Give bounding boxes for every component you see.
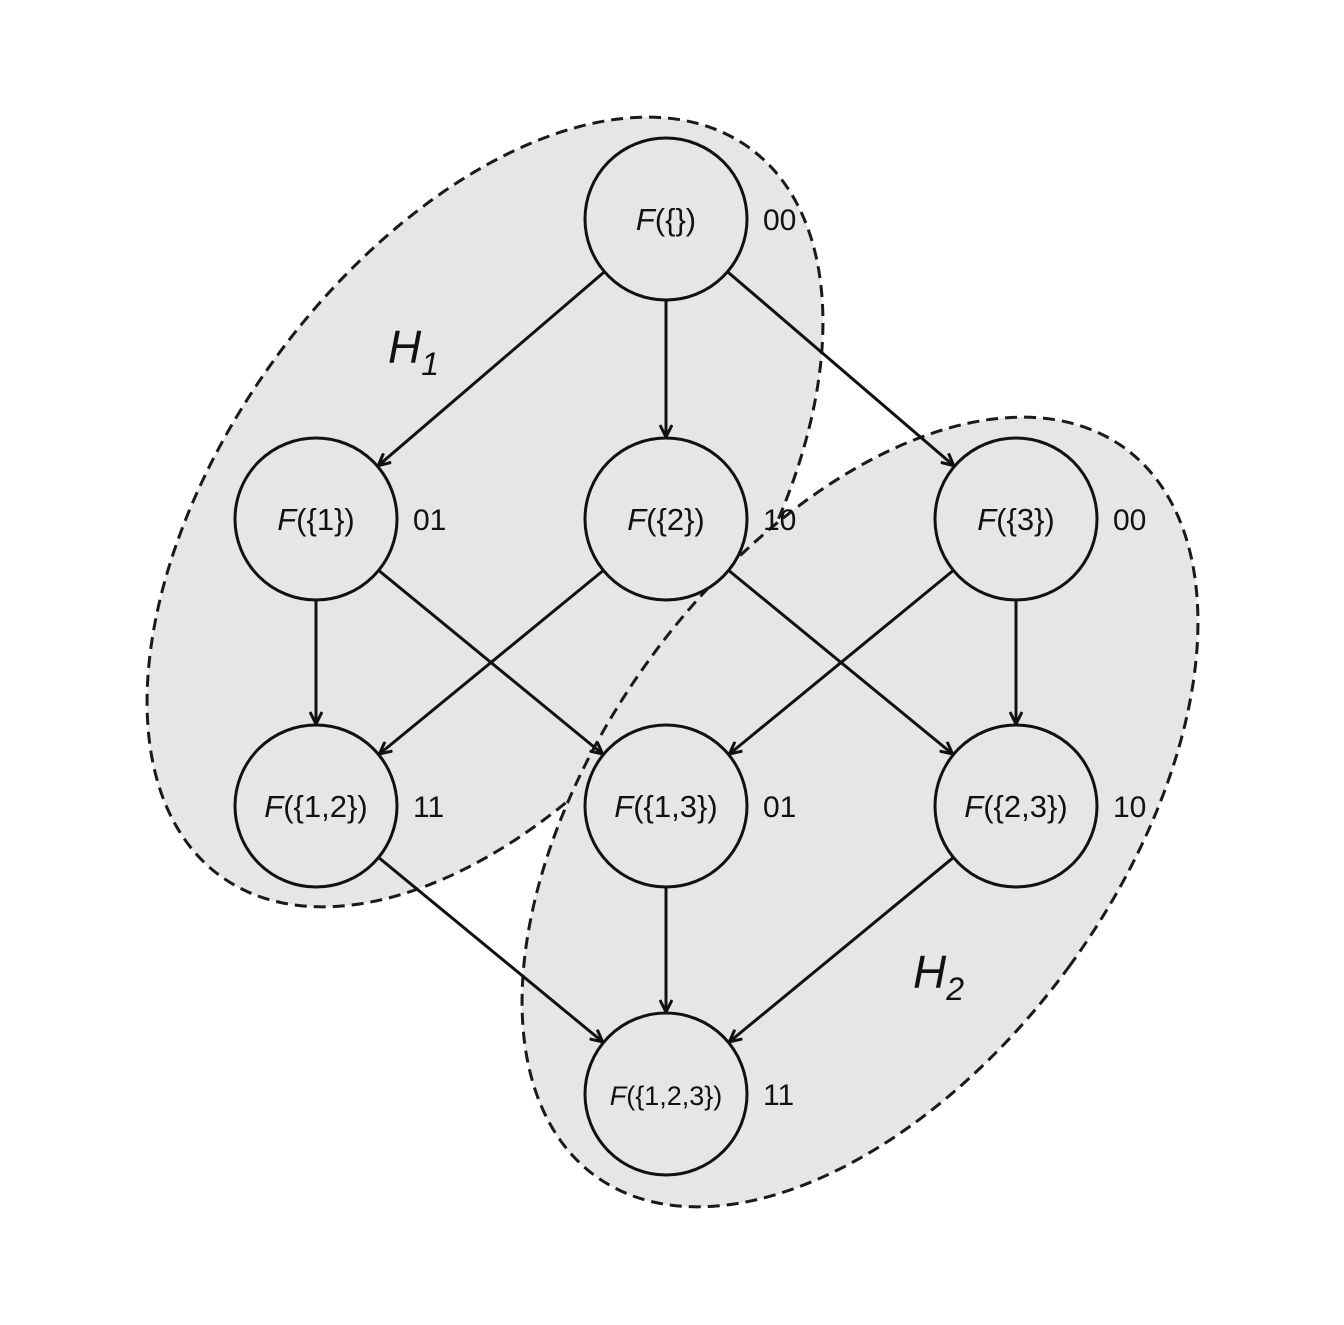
node-label: F({1}): [277, 502, 355, 537]
node-code: 10: [763, 504, 796, 537]
edge-s3-to-s13: [730, 569, 955, 753]
edge-s23-to-s123: [730, 856, 955, 1041]
node-empty: F({}) 00: [583, 136, 796, 302]
node-code: 01: [763, 791, 796, 824]
node-code: 11: [763, 1079, 794, 1112]
edge-s12-to-s123: [377, 856, 602, 1041]
edges: [316, 270, 1016, 1042]
node-code: 10: [1113, 791, 1146, 824]
node-circle: [583, 436, 749, 602]
edge-empty-to-s1: [379, 270, 606, 465]
edge-empty-to-s3: [726, 270, 952, 465]
node-s123: F({1,2,3}) 11: [583, 1011, 794, 1177]
node-circle: [933, 723, 1099, 889]
node-circle: [583, 136, 749, 302]
node-code: 11: [413, 791, 444, 824]
node-label: F({3}): [977, 502, 1055, 537]
group-label-h2: H2: [913, 946, 964, 1007]
edge-s2-to-s12: [380, 569, 605, 753]
node-label: F({1,2}): [264, 789, 367, 824]
node-s2: F({2}) 10: [583, 436, 796, 602]
node-code: 00: [763, 204, 796, 237]
node-s13: F({1,3}) 01: [583, 723, 796, 889]
node-s23: F({2,3}) 10: [933, 723, 1146, 889]
node-label: F({}): [636, 202, 696, 237]
node-circle: [583, 723, 749, 889]
node-s12: F({1,2}) 11: [233, 723, 444, 889]
node-code: 00: [1113, 504, 1146, 537]
node-circle: [233, 723, 399, 889]
node-label: F({1,3}): [614, 789, 717, 824]
node-circle: [583, 1011, 749, 1177]
node-label: F({2,3}): [964, 789, 1067, 824]
node-circle: [233, 436, 399, 602]
group-region-h2: [520, 415, 1200, 1209]
node-label: F({2}): [627, 502, 705, 537]
node-s1: F({1}) 01: [233, 436, 446, 602]
node-circle: [933, 436, 1099, 602]
group-label-h1: H1: [388, 321, 439, 382]
node-label: F({1,2,3}): [610, 1081, 723, 1111]
node-code: 01: [413, 504, 446, 537]
node-s3: F({3}) 00: [933, 436, 1146, 602]
